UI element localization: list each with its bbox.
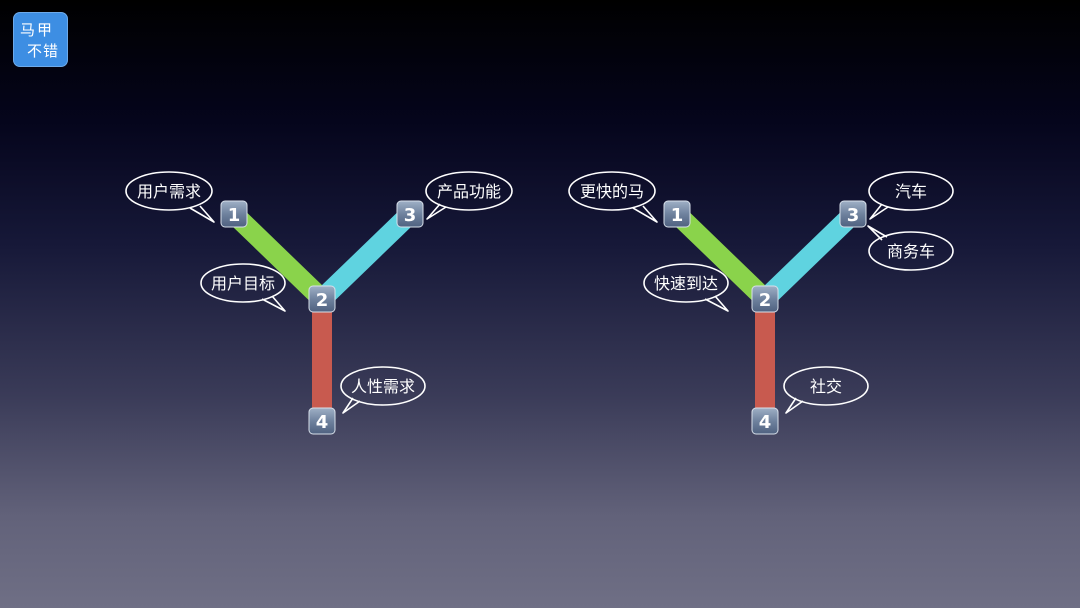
bubble-text: 用户目标 (211, 274, 275, 293)
branch-3-2 (315, 206, 417, 307)
node-4: 4 (308, 407, 336, 435)
speech-bubble: 社交 (783, 366, 869, 414)
bubble-text: 产品功能 (437, 182, 501, 201)
branch-1-2 (670, 206, 772, 307)
node-label: 4 (316, 412, 329, 433)
node-label: 3 (847, 205, 860, 226)
node-2: 2 (308, 285, 336, 313)
bubble-text: 商务车 (887, 242, 935, 261)
speech-bubble: 更快的马 (568, 171, 658, 223)
branch-1-2 (227, 206, 329, 307)
node-2: 2 (751, 285, 779, 313)
speech-bubble: 用户需求 (125, 171, 215, 223)
branch-3-2 (758, 206, 860, 307)
y-diagram-right: 更快的马 汽车 商务车 快速到达 社交 1 2 (568, 171, 954, 435)
node-4: 4 (751, 407, 779, 435)
node-label: 2 (759, 290, 772, 311)
node-label: 1 (228, 205, 241, 226)
bubble-text: 更快的马 (580, 182, 644, 201)
speech-bubble: 产品功能 (425, 171, 513, 220)
node-1: 1 (220, 200, 248, 228)
speech-bubble: 汽车 (868, 171, 954, 220)
node-3: 3 (396, 200, 424, 228)
logo: 马甲 不错 (13, 12, 68, 67)
node-label: 2 (316, 290, 329, 311)
y-diagram-left: 用户需求 产品功能 用户目标 人性需求 1 2 3 (125, 171, 513, 435)
bubble-text: 用户需求 (137, 182, 201, 201)
logo-line-1: 马甲 (20, 21, 55, 39)
speech-bubble: 快速到达 (643, 263, 729, 312)
node-3: 3 (839, 200, 867, 228)
node-label: 3 (404, 205, 417, 226)
logo-line-2: 不错 (27, 42, 60, 60)
node-label: 4 (759, 412, 772, 433)
node-1: 1 (663, 200, 691, 228)
bubble-text: 社交 (810, 377, 842, 396)
bubble-text: 人性需求 (351, 377, 415, 396)
speech-bubble: 人性需求 (340, 366, 426, 414)
node-label: 1 (671, 205, 684, 226)
bubble-text: 快速到达 (654, 274, 718, 293)
speech-bubble: 商务车 (867, 225, 954, 271)
bubble-text: 汽车 (895, 182, 927, 201)
speech-bubble: 用户目标 (200, 263, 286, 312)
